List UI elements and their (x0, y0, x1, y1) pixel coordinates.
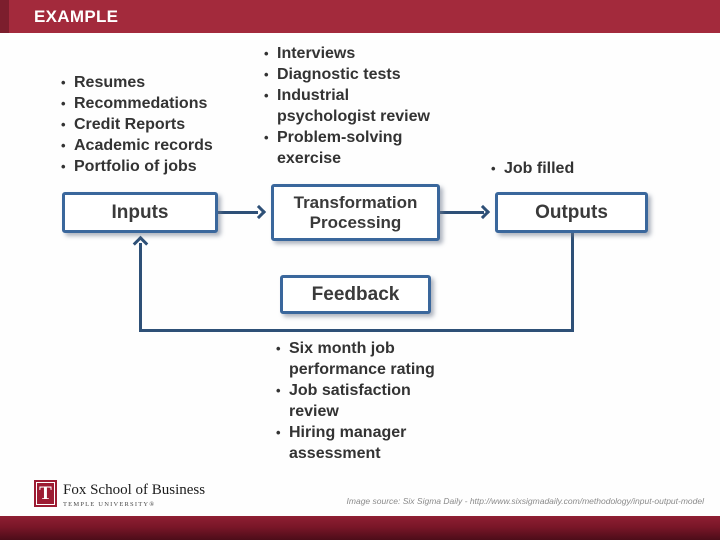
arrowhead-up-icon (132, 235, 149, 252)
list-item: • Resumes (61, 72, 231, 93)
bullet-icon: • (264, 67, 269, 82)
slide-header-bar: EXAMPLE (0, 0, 720, 33)
logo-school-name: Fox School of Business (63, 482, 206, 498)
logo-letter: T (39, 483, 52, 504)
list-item: • Industrial psychologist review (264, 85, 449, 127)
bullet-icon: • (264, 88, 269, 103)
feedback-box: Feedback (280, 275, 431, 314)
header-accent-notch (0, 0, 9, 33)
list-item: • Problem-solving exercise (264, 127, 449, 169)
list-item: • Interviews (264, 43, 449, 64)
arrow-line-transformation-to-outputs (440, 211, 484, 214)
list-item: • Hiring manager assessment (276, 422, 451, 464)
outputs-bullet-list: • Job filled (491, 158, 611, 179)
list-item-label: Interviews (277, 45, 356, 62)
list-item-label: Portfolio of jobs (74, 158, 197, 175)
list-item-label: Industrial psychologist review (277, 87, 430, 125)
bullet-icon: • (264, 46, 269, 61)
list-item-label: Credit Reports (74, 116, 186, 133)
arrow-line-inputs-to-transformation (218, 211, 258, 214)
list-item: • Credit Reports (61, 114, 231, 135)
bullet-icon: • (61, 159, 66, 174)
list-item: • Job satisfaction review (276, 380, 451, 422)
list-item: • Job filled (491, 158, 611, 179)
process-bullet-list: • Interviews • Diagnostic tests • Industrial … (264, 43, 449, 169)
inputs-box: Inputs (62, 192, 218, 233)
list-item-label: Six month job performance rating (289, 340, 435, 378)
feedback-line-bottom-horizontal (139, 329, 574, 332)
list-item-label: Diagnostic tests (277, 66, 401, 83)
list-item-label: Hiring manager assessment (289, 424, 407, 462)
fox-school-logo: T Fox School of Business TEMPLE UNIVERSI… (34, 480, 205, 508)
list-item: • Diagnostic tests (264, 64, 449, 85)
inputs-bullet-list: • Resumes • Recommedations • Credit Reports • A… (61, 72, 231, 177)
image-source-caption: Image source: Six Sigma Daily - http://w… (346, 496, 704, 506)
logo-wordmark: Fox School of Business TEMPLE UNIVERSITY… (63, 480, 205, 508)
arrowhead-right-icon (475, 204, 491, 220)
bullet-icon: • (276, 341, 281, 356)
bullet-icon: • (276, 383, 281, 398)
arrowhead-right-icon (251, 204, 267, 220)
list-item-label: Resumes (74, 74, 146, 91)
outputs-box: Outputs (495, 192, 648, 233)
feedback-bullet-list: • Six month job performance rating • Job sa… (276, 338, 451, 464)
list-item-label: Job satisfaction review (289, 382, 411, 420)
transformation-processing-box: Transformation Processing (271, 184, 440, 241)
logo-university-name: TEMPLE UNIVERSITY® (63, 500, 156, 508)
slide-title: EXAMPLE (34, 6, 119, 26)
list-item: • Recommedations (61, 93, 231, 114)
list-item: • Academic records (61, 135, 231, 156)
feedback-line-left-vertical (139, 243, 142, 332)
list-item-label: Job filled (504, 160, 575, 177)
list-item: • Portfolio of jobs (61, 156, 231, 177)
feedback-line-right-vertical (571, 232, 574, 331)
list-item-label: Problem-solving exercise (277, 129, 403, 167)
bullet-icon: • (61, 138, 66, 153)
bullet-icon: • (264, 130, 269, 145)
slide-footer-bar (0, 516, 720, 540)
bullet-icon: • (491, 161, 496, 176)
bullet-icon: • (61, 75, 66, 90)
list-item-label: Recommedations (74, 95, 208, 112)
bullet-icon: • (61, 117, 66, 132)
list-item: • Six month job performance rating (276, 338, 451, 380)
bullet-icon: • (61, 96, 66, 111)
list-item-label: Academic records (74, 137, 213, 154)
temple-t-icon: T (34, 480, 57, 507)
bullet-icon: • (276, 425, 281, 440)
